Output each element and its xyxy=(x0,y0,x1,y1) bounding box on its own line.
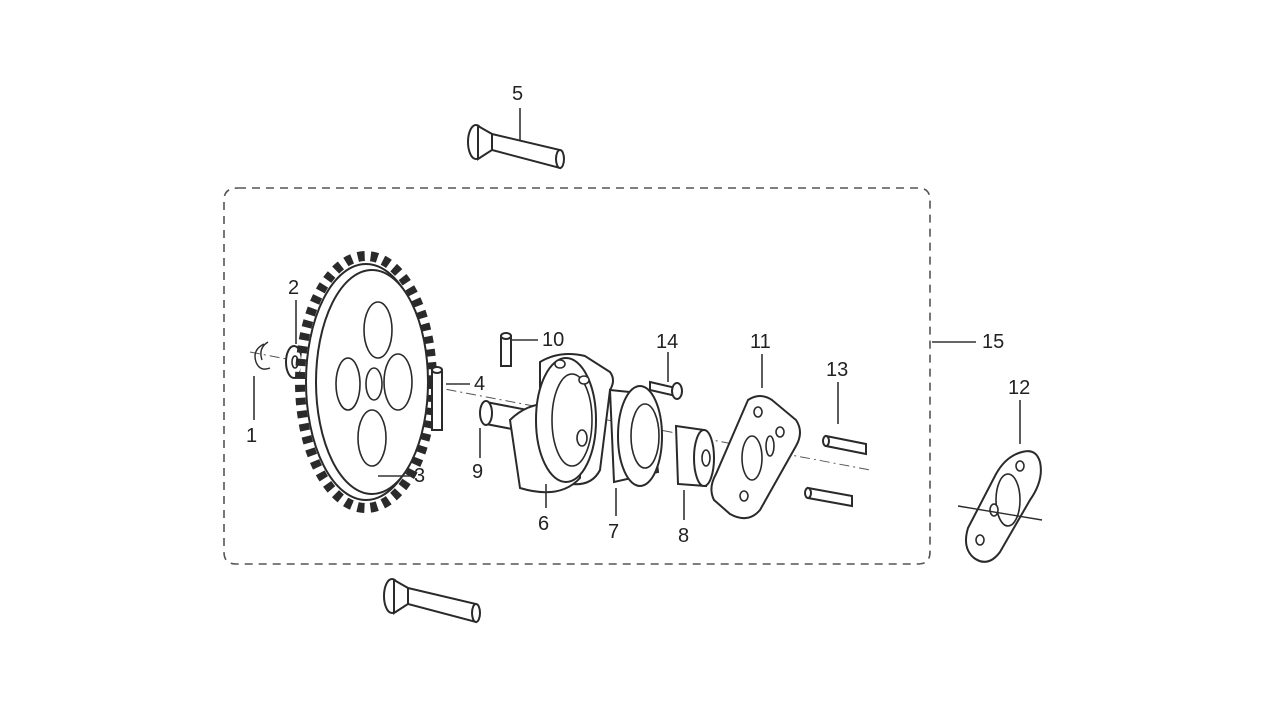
dowel-pins xyxy=(804,434,867,508)
callout-11: 11 xyxy=(750,331,771,353)
pump-cover xyxy=(710,395,801,520)
callout-8: 8 xyxy=(678,525,689,547)
callout-7: 7 xyxy=(608,521,619,543)
bolt-top xyxy=(467,124,565,170)
callout-10: 10 xyxy=(542,329,564,351)
leader-lines xyxy=(253,108,1021,520)
pump-body xyxy=(508,353,614,494)
callout-9: 9 xyxy=(472,461,483,483)
screw xyxy=(649,380,683,400)
callout-13: 13 xyxy=(826,359,848,381)
callout-5: 5 xyxy=(512,83,523,105)
callout-1: 1 xyxy=(246,425,257,447)
outer-rotor xyxy=(608,385,663,487)
bolt-bottom xyxy=(383,578,481,624)
callout-15: 15 xyxy=(982,331,1004,353)
dowel-pin xyxy=(500,332,512,367)
gasket xyxy=(957,450,1043,563)
circlip xyxy=(254,341,271,370)
inner-rotor xyxy=(674,424,715,488)
assembly-boundary xyxy=(223,187,931,565)
callout-2: 2 xyxy=(288,277,299,299)
callout-12: 12 xyxy=(1008,377,1030,399)
callout-3: 3 xyxy=(414,465,425,487)
sprocket-gear xyxy=(295,251,437,513)
callout-4: 4 xyxy=(474,373,485,395)
pin xyxy=(431,366,443,431)
callout-6: 6 xyxy=(538,513,549,535)
callout-14: 14 xyxy=(656,331,678,353)
